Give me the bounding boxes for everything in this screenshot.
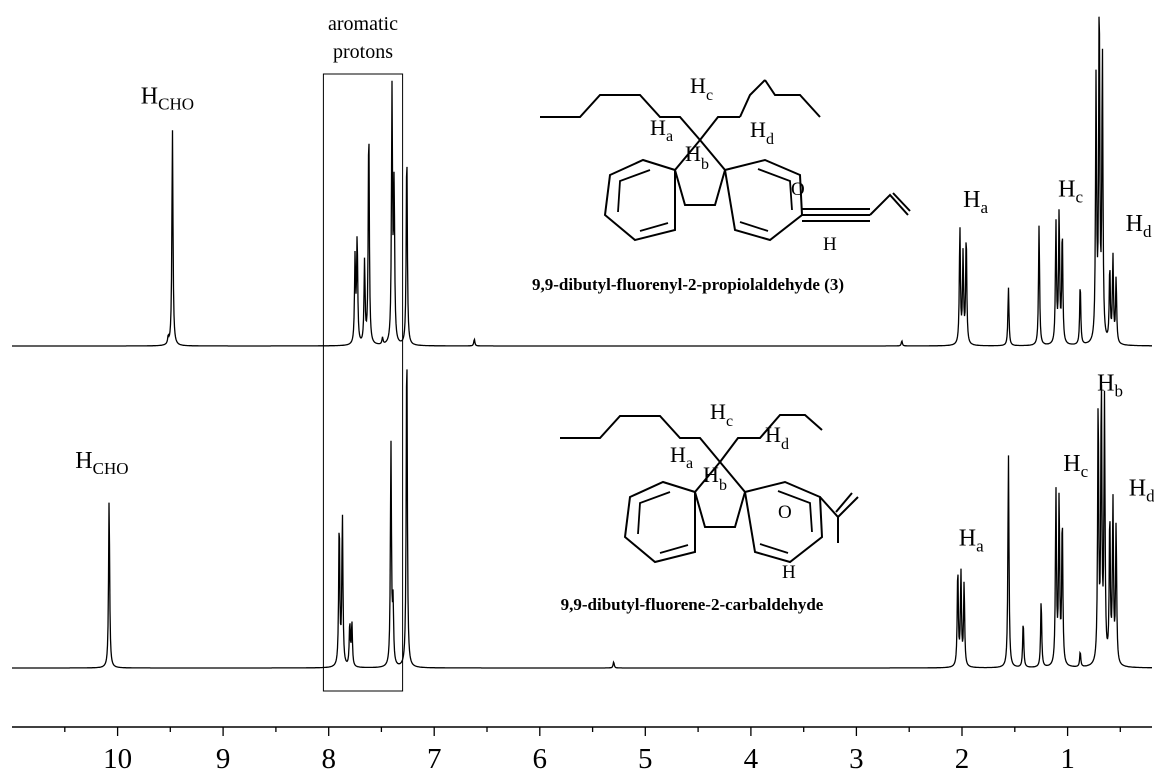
x-tick-label: 9 — [216, 743, 231, 775]
peak-label-bottom-cho: HCHO — [75, 448, 128, 478]
structure-top-h-a: H — [650, 115, 666, 140]
x-tick-label: 8 — [321, 743, 336, 775]
structure-bottom-h-b-sub: b — [719, 477, 727, 494]
structure-top-h-b-sub: b — [701, 156, 709, 173]
structure-bottom-oxygen: O — [778, 502, 792, 523]
structure-bottom-h-d: H — [765, 422, 781, 447]
x-tick-label: 10 — [103, 743, 132, 775]
aromatic-region-box — [322, 73, 404, 692]
structure-bottom-h-a: H — [670, 442, 686, 467]
peak-label-top-c: Hc — [1058, 177, 1083, 207]
structure-top-h-b: H — [685, 141, 701, 166]
region-label-line-2: protons — [333, 41, 393, 63]
peak-label-top-d: Hd — [1126, 211, 1152, 241]
structure-top-aldehyde-h: H — [823, 234, 837, 255]
spectrum-bottom-line — [12, 369, 1152, 669]
structure-bottom-h-c: H — [710, 399, 726, 424]
structure-top-oxygen: O — [791, 179, 805, 200]
structure-bottom-h-d-sub: d — [781, 436, 789, 453]
compound-name-bottom: 9,9-dibutyl-fluorene-2-carbaldehyde — [561, 595, 824, 614]
structure-carbaldehyde: H a H b H c H d O H — [560, 399, 859, 583]
structure-top-h-c-sub: c — [706, 87, 713, 104]
structure-propiolaldehyde: H a H b H c H d O H — [540, 73, 911, 255]
structure-bottom-h-b: H — [703, 462, 719, 487]
peak-label-bottom-c: Hc — [1063, 451, 1088, 481]
structure-top-h-c: H — [690, 73, 706, 98]
x-tick-label: 2 — [955, 743, 970, 775]
structure-top-h-d-sub: d — [766, 131, 774, 148]
x-axis-ticks: 10 9 8 7 6 5 4 3 2 1 — [64, 727, 1121, 775]
x-tick-label: 3 — [849, 743, 864, 775]
x-tick-label: 7 — [427, 743, 442, 775]
region-label-line-1: aromatic — [328, 13, 398, 35]
x-tick-label: 4 — [744, 743, 759, 775]
spectrum-top-line — [12, 16, 1152, 347]
structure-top-h-a-sub: a — [666, 128, 673, 145]
peak-label-top-a: Ha — [963, 187, 988, 217]
peak-label-bottom-a: Ha — [959, 525, 984, 555]
structure-top-h-d: H — [750, 117, 766, 142]
x-tick-label: 6 — [533, 743, 548, 775]
peak-label-top-cho: HCHO — [141, 83, 194, 113]
compound-name-top: 9,9-dibutyl-fluorenyl-2-propiolaldehyde … — [532, 275, 844, 294]
x-tick-label: 5 — [638, 743, 653, 775]
x-tick-label: 1 — [1060, 743, 1075, 775]
structure-bottom-aldehyde-h: H — [782, 562, 796, 583]
peak-label-top-b: Hb — [1098, 0, 1124, 3]
peak-label-bottom-d: Hd — [1129, 476, 1154, 506]
structure-bottom-h-a-sub: a — [686, 455, 693, 472]
peak-label-bottom-b: Hb — [1097, 370, 1123, 400]
structure-bottom-h-c-sub: c — [726, 413, 733, 430]
